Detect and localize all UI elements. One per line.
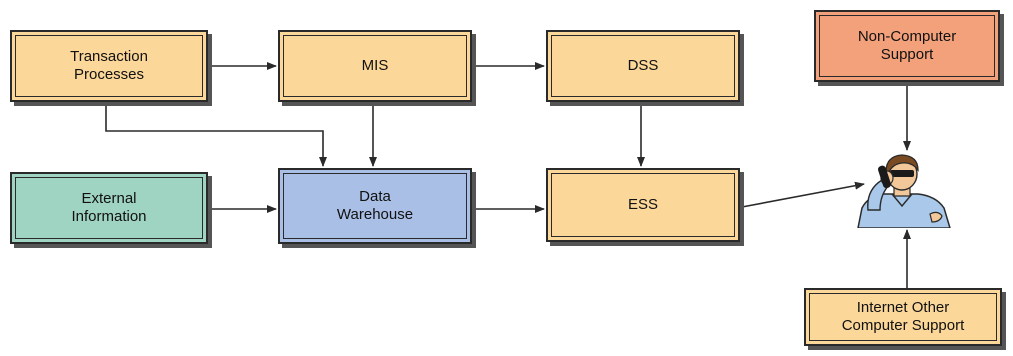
mis-box: MIS: [278, 30, 472, 102]
arrow-tps-to-warehouse: [105, 102, 327, 167]
phone-receiver: [878, 165, 891, 189]
executive-glasses: [890, 170, 914, 177]
executive-on-phone-icon: [857, 154, 951, 228]
box-inner-border: [809, 293, 997, 341]
box-inner-border: [283, 35, 467, 97]
ess-box: ESS: [546, 168, 740, 242]
box-inner-border: [551, 173, 735, 237]
box-inner-border: [283, 173, 467, 239]
ess-label: ESS: [627, 196, 658, 213]
external-information-box: External Information: [10, 172, 208, 244]
box-inner-border: [819, 15, 995, 77]
dss-box: DSS: [546, 30, 740, 102]
box-inner-border: [15, 177, 203, 239]
executive-collar: [891, 193, 913, 208]
box-inner-border: [15, 35, 203, 97]
external-information-label: External Information: [71, 190, 147, 225]
arrow-ess-to-executive: [741, 181, 865, 208]
dss-label: DSS: [627, 57, 659, 74]
non-computer-support-label: Non-Computer Support: [857, 28, 957, 63]
internet-other-computer-support-box: Internet Other Computer Support: [804, 288, 1002, 346]
transaction-processes-label: Transaction Processes: [70, 48, 148, 83]
executive-hair: [885, 154, 919, 176]
internet-other-computer-support-label: Internet Other Computer Support: [841, 299, 965, 334]
non-computer-support-box: Non-Computer Support: [814, 10, 1000, 82]
data-warehouse-box: Data Warehouse: [278, 168, 472, 244]
executive-other-hand: [929, 211, 943, 223]
transaction-processes-box: Transaction Processes: [10, 30, 208, 102]
mis-label: MIS: [361, 57, 389, 74]
box-inner-border: [551, 35, 735, 97]
data-warehouse-label: Data Warehouse: [336, 188, 414, 223]
